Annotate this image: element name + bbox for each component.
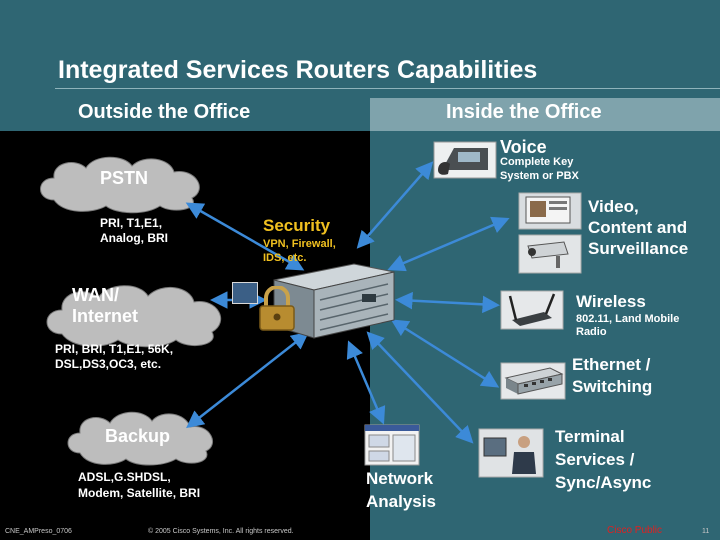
security-detail-2: IDS, etc. [263, 252, 307, 264]
wireless-label: Wireless [576, 292, 646, 311]
page-title: Integrated Services Routers Capabilities [58, 56, 538, 84]
arrow-network [346, 340, 386, 425]
switch-module-icon [500, 362, 566, 400]
footer-classification: Cisco Public [607, 525, 663, 536]
pstn-cloud [40, 156, 200, 214]
footer-deck-id: CNE_AMPreso_0706 [5, 528, 72, 535]
terminal-line-1: Terminal [555, 427, 625, 446]
header-bar [0, 0, 720, 98]
wan-detail-2: DSL,DS3,OC3, etc. [55, 357, 162, 371]
arrow-wireless [395, 291, 500, 314]
backup-detail-2: Modem, Satellite, BRI [78, 486, 201, 500]
pstn-detail-1: PRI, T1,E1, [100, 216, 163, 230]
voice-detail-2: System or PBX [500, 170, 579, 182]
router-icon [273, 263, 395, 339]
video-line-1: Video, [588, 197, 639, 216]
outside-band [0, 98, 370, 131]
wan-detail-1: PRI, BRI, T1,E1, 56K, [55, 342, 174, 356]
pstn-label: PSTN [100, 168, 149, 188]
padlock-icon [259, 286, 295, 331]
outside-heading: Outside the Office [78, 101, 251, 123]
wireless-detail-1: 802.11, Land Mobile [576, 313, 680, 325]
voice-detail-1: Complete Key [500, 156, 574, 168]
analysis-screen-icon [364, 424, 420, 466]
monitor-icon [232, 282, 258, 304]
arrow-terminal [366, 331, 474, 444]
video-screen-icon [518, 192, 582, 230]
security-detail-1: VPN, Firewall, [263, 238, 336, 250]
ethernet-line-1: Ethernet / [572, 355, 651, 374]
terminal-line-2: Services / [555, 450, 635, 469]
ethernet-line-2: Switching [572, 377, 653, 396]
voice-label: Voice [500, 137, 547, 157]
arrow-voice [356, 161, 434, 249]
security-camera-icon [518, 234, 582, 274]
ip-phone-icon [433, 141, 497, 179]
network-line-1: Network [366, 469, 434, 488]
inside-band [370, 98, 720, 131]
video-line-2: Content and [588, 218, 688, 237]
wan-cloud [46, 285, 222, 348]
arrow-video [387, 216, 510, 272]
header-divider [55, 88, 720, 89]
user-terminal-icon [478, 428, 544, 478]
access-point-icon [500, 290, 564, 330]
wan-label-1: WAN/ [72, 285, 119, 305]
wireless-detail-2: Radio [576, 326, 607, 338]
security-label: Security [263, 216, 331, 235]
network-line-2: Analysis [366, 492, 436, 511]
pstn-detail-2: Analog, BRI [100, 231, 168, 245]
footer-page-number: 11 [702, 528, 710, 535]
footer-copyright: © 2005 Cisco Systems, Inc. All rights re… [148, 528, 294, 535]
arrow-pstn [185, 202, 305, 271]
arrow-backup [186, 331, 309, 429]
wan-label-2: Internet [72, 306, 139, 326]
backup-detail-1: ADSL,G.SHDSL, [78, 470, 171, 484]
video-line-3: Surveillance [588, 239, 689, 258]
inside-heading: Inside the Office [446, 101, 602, 123]
terminal-line-3: Sync/Async [555, 473, 652, 492]
backup-label: Backup [105, 426, 171, 446]
